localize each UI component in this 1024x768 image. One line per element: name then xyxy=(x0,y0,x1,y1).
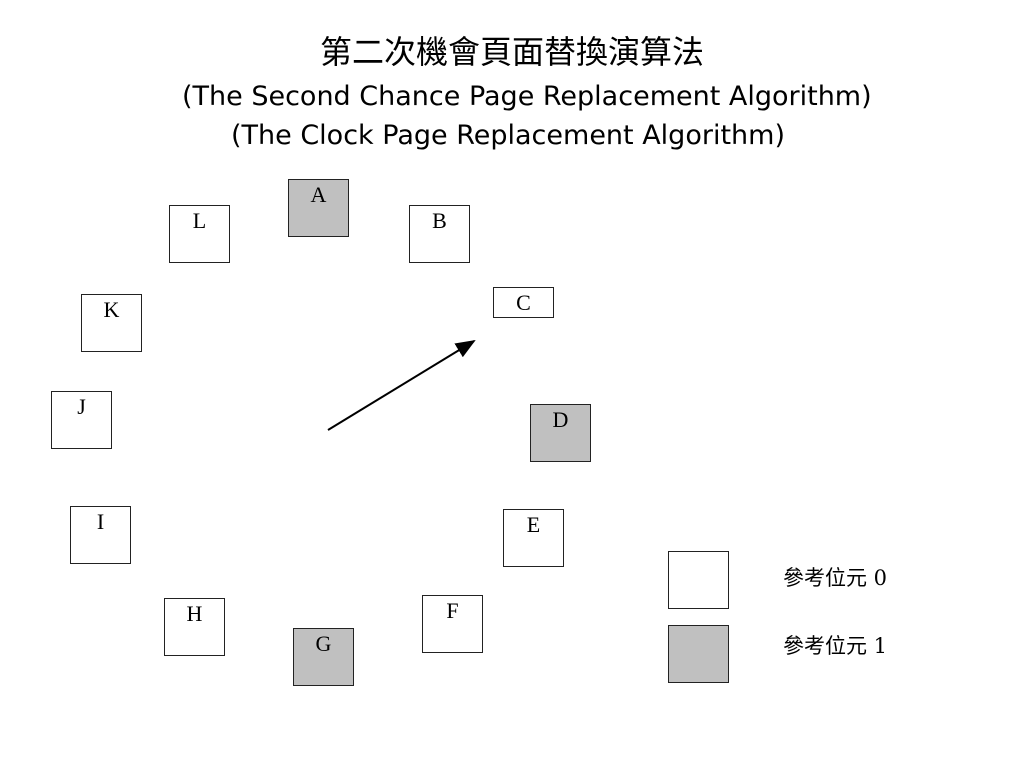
page-frame-c: C xyxy=(493,287,554,318)
page-frame-a: A xyxy=(288,179,349,237)
page-frame-d: D xyxy=(530,404,591,462)
page-frame-h: H xyxy=(164,598,225,656)
page-frame-l: L xyxy=(169,205,230,263)
page-frame-g: G xyxy=(293,628,354,686)
page-title-english-line1: (The Second Chance Page Replacement Algo… xyxy=(182,81,872,112)
page-title-english-line2: (The Clock Page Replacement Algorithm) xyxy=(231,120,785,151)
legend-label-bit-0: 參考位元 0 xyxy=(783,566,888,590)
clock-hand-arrow xyxy=(327,339,476,431)
legend-label-bit-1: 參考位元 1 xyxy=(783,634,888,658)
page-frame-k: K xyxy=(81,294,142,352)
page-frame-e: E xyxy=(503,509,564,567)
page-frame-b: B xyxy=(409,205,470,263)
page-frame-f: F xyxy=(422,595,483,653)
page-frame-j: J xyxy=(51,391,112,449)
page-title-chinese: 第二次機會頁面替換演算法 xyxy=(319,33,704,71)
legend-swatch-bit-1 xyxy=(668,625,729,683)
page-frame-i: I xyxy=(70,506,131,564)
legend-swatch-bit-0 xyxy=(668,551,729,609)
